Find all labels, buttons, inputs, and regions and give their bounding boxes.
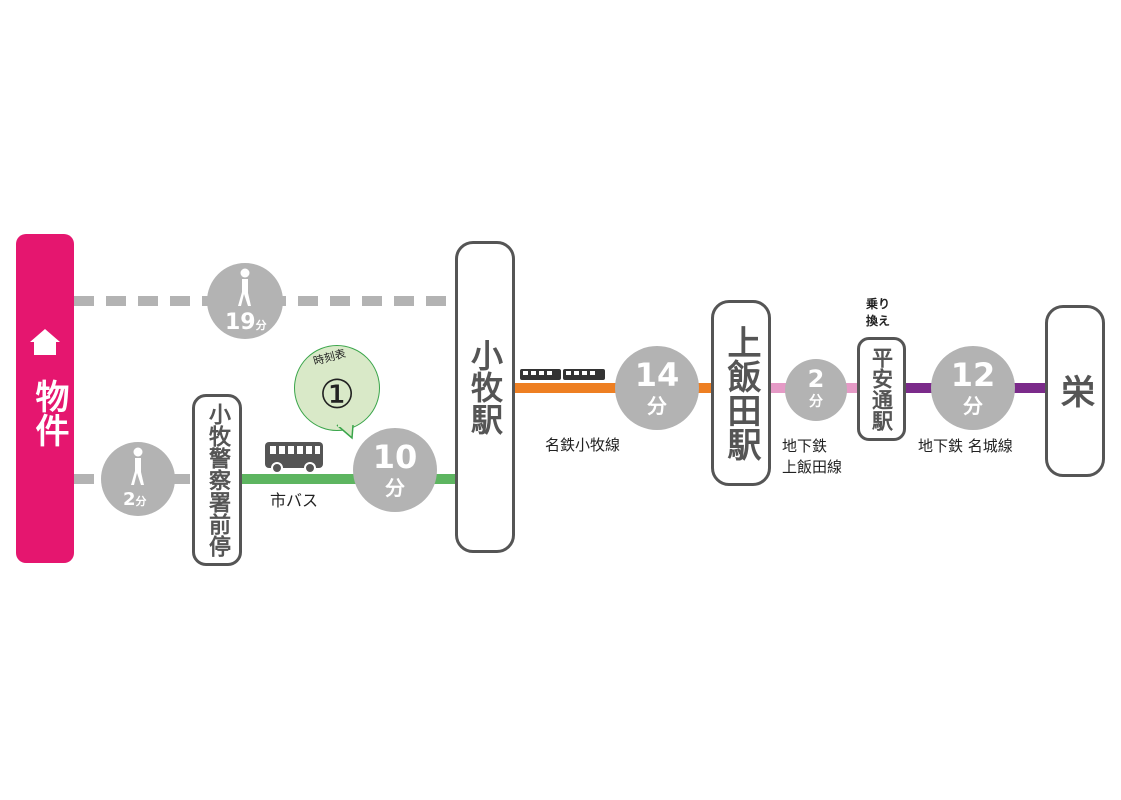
walk-minutes: 2 [123, 489, 136, 510]
bus-stop-name: 小牧警察署前停 [205, 403, 230, 557]
station-kamiiida: 上飯田駅 [711, 300, 771, 486]
bus-route [241, 474, 455, 484]
bus-line-label: 市バス [270, 491, 319, 510]
walk-unit: 分 [255, 319, 267, 332]
walk-unit: 分 [135, 495, 147, 508]
station-sakae: 栄 [1045, 305, 1105, 477]
station-komaki: 小牧駅 [455, 241, 515, 553]
walk-minutes: 19 [225, 310, 256, 335]
meijo-line-label: 地下鉄 名城線 [918, 437, 1013, 455]
kamiiida-time: 2 分 [785, 359, 847, 421]
train-icon [520, 369, 605, 380]
segment-minutes: 14 [634, 356, 680, 394]
station-name: 小牧駅 [466, 339, 504, 435]
segment-unit: 分 [809, 394, 823, 410]
station-heiandori: 平安通駅 [857, 337, 906, 441]
station-name: 栄 [1054, 374, 1095, 408]
meitetsu-line [515, 383, 711, 393]
bus-stop-box: 小牧警察署前停 [192, 394, 242, 566]
walk-time-top: 19分 [207, 263, 283, 339]
segment-minutes: 2 [807, 365, 825, 393]
station-name: 平安通駅 [869, 347, 894, 431]
property-box: 物件 [16, 234, 74, 563]
timetable-label: 時刻表 [311, 346, 348, 369]
kamiiida-line-label-1: 地下鉄 [782, 437, 828, 455]
walk-time-bottom: 2分 [101, 442, 175, 516]
walking-person-icon [238, 268, 251, 306]
timetable-number: ① [319, 372, 355, 418]
meijo-time: 12 分 [931, 346, 1015, 430]
house-icon [30, 329, 60, 355]
segment-unit: 分 [647, 394, 667, 418]
property-label: 物件 [29, 379, 69, 447]
station-name: 上飯田駅 [721, 325, 761, 461]
meitetsu-time: 14 分 [615, 346, 699, 430]
segment-minutes: 12 [950, 356, 996, 394]
meitetsu-line-label: 名鉄小牧線 [545, 436, 621, 454]
timetable-bubble[interactable]: 時刻表 ① [294, 345, 380, 431]
bus-icon [265, 442, 323, 474]
walking-person-icon [131, 447, 144, 485]
segment-unit: 分 [963, 394, 983, 418]
bus-minutes: 10 [372, 438, 418, 476]
transfer-label-1: 乗り [866, 297, 891, 311]
transfer-label-2: 換え [866, 314, 891, 328]
kamiiida-line-label-2: 上飯田線 [782, 458, 843, 476]
bus-unit: 分 [385, 476, 405, 500]
bubble-tail [336, 424, 354, 440]
bus-time: 10 分 [353, 428, 437, 512]
